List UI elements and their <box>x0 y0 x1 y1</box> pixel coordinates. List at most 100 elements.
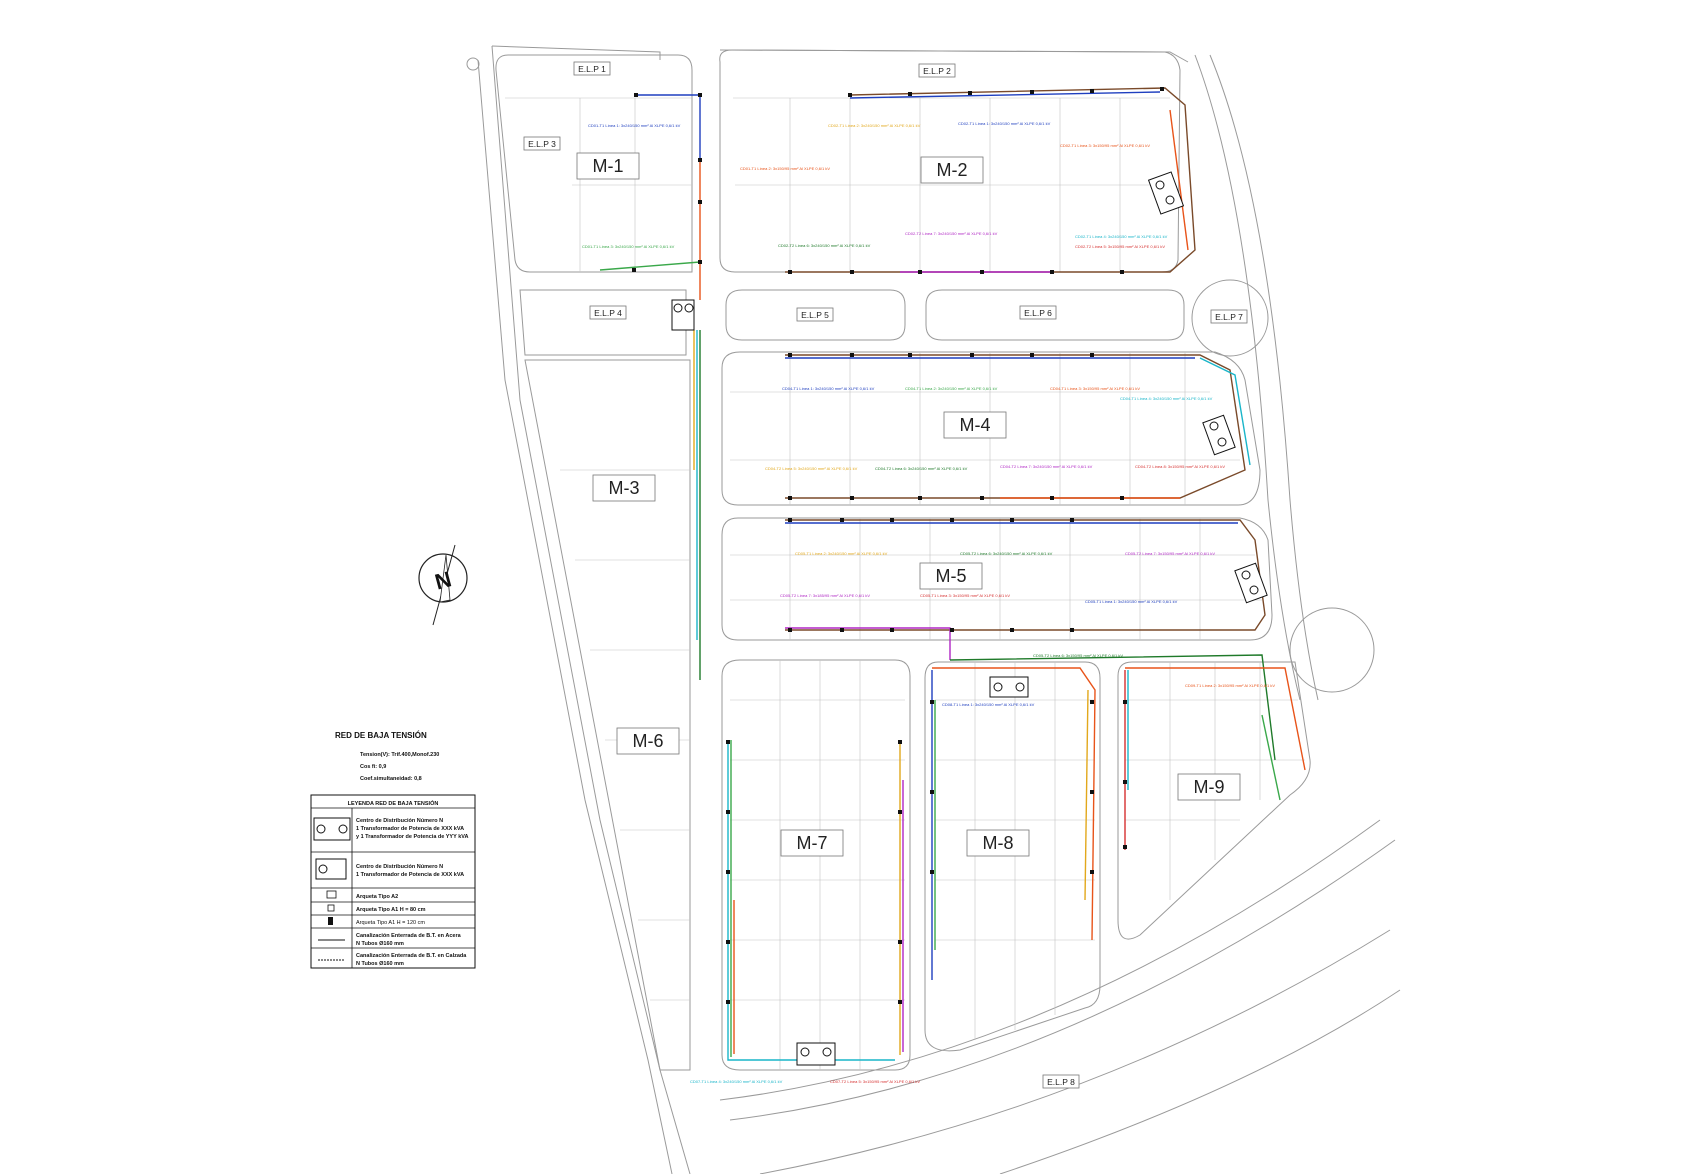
block-label-text: M-8 <box>983 833 1014 853</box>
north-label: N <box>432 566 454 594</box>
svg-text:CD05-T1 Línea 2: 3x240/150 mm²: CD05-T1 Línea 2: 3x240/150 mm² Al XLPE 0… <box>795 551 888 556</box>
network-param: Coef.simultaneidad: 0,8 <box>360 776 422 782</box>
legend-row-text: Centro de Distribución Número N <box>356 818 443 824</box>
cable-m4-cyan <box>1199 357 1251 466</box>
legend-row-text: Arqueta Tipo A1 H = 80 cm <box>356 907 426 913</box>
elp-label-text: E.L.P 5 <box>801 310 829 320</box>
elp-label-3: E.L.P 3 <box>523 136 561 151</box>
block-label-m1: M-1 <box>576 152 640 180</box>
svg-text:CD02-T1 Línea 2: 3x240/150 mm²: CD02-T1 Línea 2: 3x240/150 mm² Al XLPE 0… <box>828 123 921 128</box>
svg-text:CD05-T2 Línea 7: 3x150/95 mm²: CD05-T2 Línea 7: 3x150/95 mm² Al XLPE 0,… <box>1125 551 1215 556</box>
block-label-m4: M-4 <box>943 411 1007 439</box>
block-label-text: M-1 <box>593 156 624 176</box>
cable-m8-top-b <box>1084 689 1089 901</box>
elp-label-8: E.L.P 8 <box>1042 1074 1080 1089</box>
elp-label-text: E.L.P 3 <box>528 139 556 149</box>
cable-top-m2-c <box>1169 109 1189 251</box>
legend-row-text: Canalización Enterrada de B.T. en Calzad… <box>356 953 467 959</box>
svg-text:CD08-T1 Línea 1: 3x240/150 mm²: CD08-T1 Línea 1: 3x240/150 mm² Al XLPE 0… <box>942 702 1035 707</box>
elp-label-text: E.L.P 2 <box>923 66 951 76</box>
svg-text:CD05-T2 Línea 7: 3x185/95 mm²: CD05-T2 Línea 7: 3x185/95 mm² Al XLPE 0,… <box>780 593 870 598</box>
svg-text:CD02-T1 Línea 1: 3x240/150 mm²: CD02-T1 Línea 1: 3x240/150 mm² Al XLPE 0… <box>958 121 1051 126</box>
cable-m9-top <box>1125 667 1306 771</box>
cable-top-m2-b <box>849 91 1161 99</box>
cd-box-7 <box>796 1042 836 1066</box>
cable-m9-green <box>1261 714 1281 801</box>
svg-text:CD01-T1 Línea 2: 3x150/95 mm²: CD01-T1 Línea 2: 3x150/95 mm² Al XLPE 0,… <box>740 166 830 171</box>
road-network <box>466 45 1401 1174</box>
svg-text:CD04-T2 Línea 8: 3x150/95 mm²: CD04-T2 Línea 8: 3x150/95 mm² Al XLPE 0,… <box>1135 464 1225 469</box>
elp-label-text: E.L.P 6 <box>1024 308 1052 318</box>
cable-m5-darkgreen <box>949 654 1276 761</box>
network-info: RED DE BAJA TENSIÓN Tension(V): Trif.400… <box>335 731 439 782</box>
svg-text:CD04-T1 Línea 3: 3x150/95 mm²: CD04-T1 Línea 3: 3x150/95 mm² Al XLPE 0,… <box>1050 386 1140 391</box>
legend-row-text: Centro de Distribución Número N <box>356 864 443 870</box>
svg-text:CD04-T2 Línea 7: 3x240/150 mm²: CD04-T2 Línea 7: 3x240/150 mm² Al XLPE 0… <box>1000 464 1093 469</box>
svg-text:CD04-T1 Línea 4: 3x240/150 mm²: CD04-T1 Línea 4: 3x240/150 mm² Al XLPE 0… <box>1120 396 1213 401</box>
block-label-m7: M-7 <box>780 829 844 857</box>
distribution-centers <box>671 171 1268 1066</box>
block-label-m9: M-9 <box>1177 773 1241 801</box>
svg-text:CD02-T2 Línea 7: 3x240/150 mm²: CD02-T2 Línea 7: 3x240/150 mm² Al XLPE 0… <box>905 231 998 236</box>
block-label-text: M-4 <box>960 415 991 435</box>
elp-label-text: E.L.P 8 <box>1047 1077 1075 1087</box>
legend-row-text: Arqueta Tipo A1 H = 120 cm <box>356 920 425 926</box>
cd-box-5 <box>1234 562 1268 604</box>
cable-m4-top <box>785 354 1246 499</box>
legend-row-text: 1 Transformador de Potencia de XXX kVA <box>356 872 464 878</box>
legend-title: LEYENDA RED DE BAJA TENSIÓN <box>348 799 439 807</box>
svg-text:CD04-T1 Línea 2: 3x240/150 mm²: CD04-T1 Línea 2: 3x240/150 mm² Al XLPE 0… <box>905 386 998 391</box>
block-label-text: M-2 <box>937 160 968 180</box>
cable-green-m1 <box>599 261 701 271</box>
svg-text:CD07-T1 Línea 4: 3x240/150 mm²: CD07-T1 Línea 4: 3x240/150 mm² Al XLPE 0… <box>690 1079 783 1084</box>
cd-box-1 <box>671 299 695 331</box>
svg-text:CD07-T2 Línea 5: 3x150/95 mm²: CD07-T2 Línea 5: 3x150/95 mm² Al XLPE 0,… <box>830 1079 920 1084</box>
block-label-text: M-7 <box>797 833 828 853</box>
elp-label-text: E.L.P 1 <box>578 64 606 74</box>
block-labels: M-1 M-2 M-3 M-4 M-5 M-6 M-7 M-8 M-9 <box>576 152 1241 857</box>
cd-box-2 <box>1147 171 1185 215</box>
svg-text:CD02-T1 Línea 3: 3x150/95 mm²: CD02-T1 Línea 3: 3x150/95 mm² Al XLPE 0,… <box>1060 143 1150 148</box>
legend-symbol-cd-one <box>315 858 347 880</box>
legend-row-text: 1 Transformador de Potencia de XXX kVA <box>356 826 464 832</box>
legend-symbol-arqueta-a1-80 <box>327 904 335 912</box>
elp-label-2: E.L.P 2 <box>918 63 956 78</box>
elp-label-1: E.L.P 1 <box>573 61 611 76</box>
block-label-m8: M-8 <box>966 829 1030 857</box>
block-label-text: M-9 <box>1194 777 1225 797</box>
block-label-m2: M-2 <box>920 156 984 184</box>
svg-text:CD05-T2 Línea 6: 3x150/95 mm²: CD05-T2 Línea 6: 3x150/95 mm² Al XLPE 0,… <box>1033 653 1123 658</box>
legend-symbol-cd-two <box>313 817 351 841</box>
cd-box-8 <box>989 676 1029 698</box>
block-label-m5: M-5 <box>919 562 983 590</box>
network-param: Tension(V): Trif.400,Monof.230 <box>360 752 439 758</box>
legend-symbol-arqueta-a1-120 <box>328 917 333 925</box>
block-label-m3: M-3 <box>592 474 656 502</box>
north-arrow: N <box>418 544 468 626</box>
svg-text:CD01-T1 Línea 1: 3x240/150 mm²: CD01-T1 Línea 1: 3x240/150 mm² Al XLPE 0… <box>588 123 681 128</box>
legend-row-text: y 1 Transformador de Potencia de YYY kVA <box>356 834 469 840</box>
arquetas <box>632 87 1164 1004</box>
cable-annotations: CD01-T1 Línea 1: 3x240/150 mm² Al XLPE 0… <box>582 121 1275 1084</box>
svg-text:CD02-T1 Línea 4: 3x240/150 mm²: CD02-T1 Línea 4: 3x240/150 mm² Al XLPE 0… <box>1075 234 1168 239</box>
cable-m7-left <box>727 740 895 1061</box>
elp-label-text: E.L.P 4 <box>594 308 622 318</box>
elp-label-7: E.L.P 7 <box>1210 309 1248 324</box>
svg-text:CD05-T1 Línea 3: 3x150/95 mm²: CD05-T1 Línea 3: 3x150/95 mm² Al XLPE 0,… <box>920 593 1010 598</box>
block-label-text: M-6 <box>633 731 664 751</box>
elp-label-5: E.L.P 5 <box>796 307 834 322</box>
elp-labels: E.L.P 1 E.L.P 2 E.L.P 3 E.L.P 4 E.L.P 5 … <box>523 61 1248 1089</box>
legend-symbol-arqueta-a2 <box>326 890 337 899</box>
legend-row-text: Arqueta Tipo A2 <box>356 894 398 900</box>
legend-row-text: Canalización Enterrada de B.T. en Acera <box>356 933 462 939</box>
cable-m5-top <box>785 519 1266 631</box>
svg-text:CD05-T2 Línea 6: 3x240/150 mm²: CD05-T2 Línea 6: 3x240/150 mm² Al XLPE 0… <box>960 551 1053 556</box>
elp-label-4: E.L.P 4 <box>589 305 627 320</box>
svg-text:CD02-T2 Línea 6: 3x240/150 mm²: CD02-T2 Línea 6: 3x240/150 mm² Al XLPE 0… <box>778 243 871 248</box>
cd-box-4 <box>1202 414 1236 456</box>
cable-top-m2 <box>785 87 1196 273</box>
block-label-text: M-3 <box>609 478 640 498</box>
legend-row-text: N Tubos Ø160 mm <box>356 961 404 967</box>
svg-text:CD04-T1 Línea 1: 3x240/150 mm²: CD04-T1 Línea 1: 3x240/150 mm² Al XLPE 0… <box>782 386 875 391</box>
